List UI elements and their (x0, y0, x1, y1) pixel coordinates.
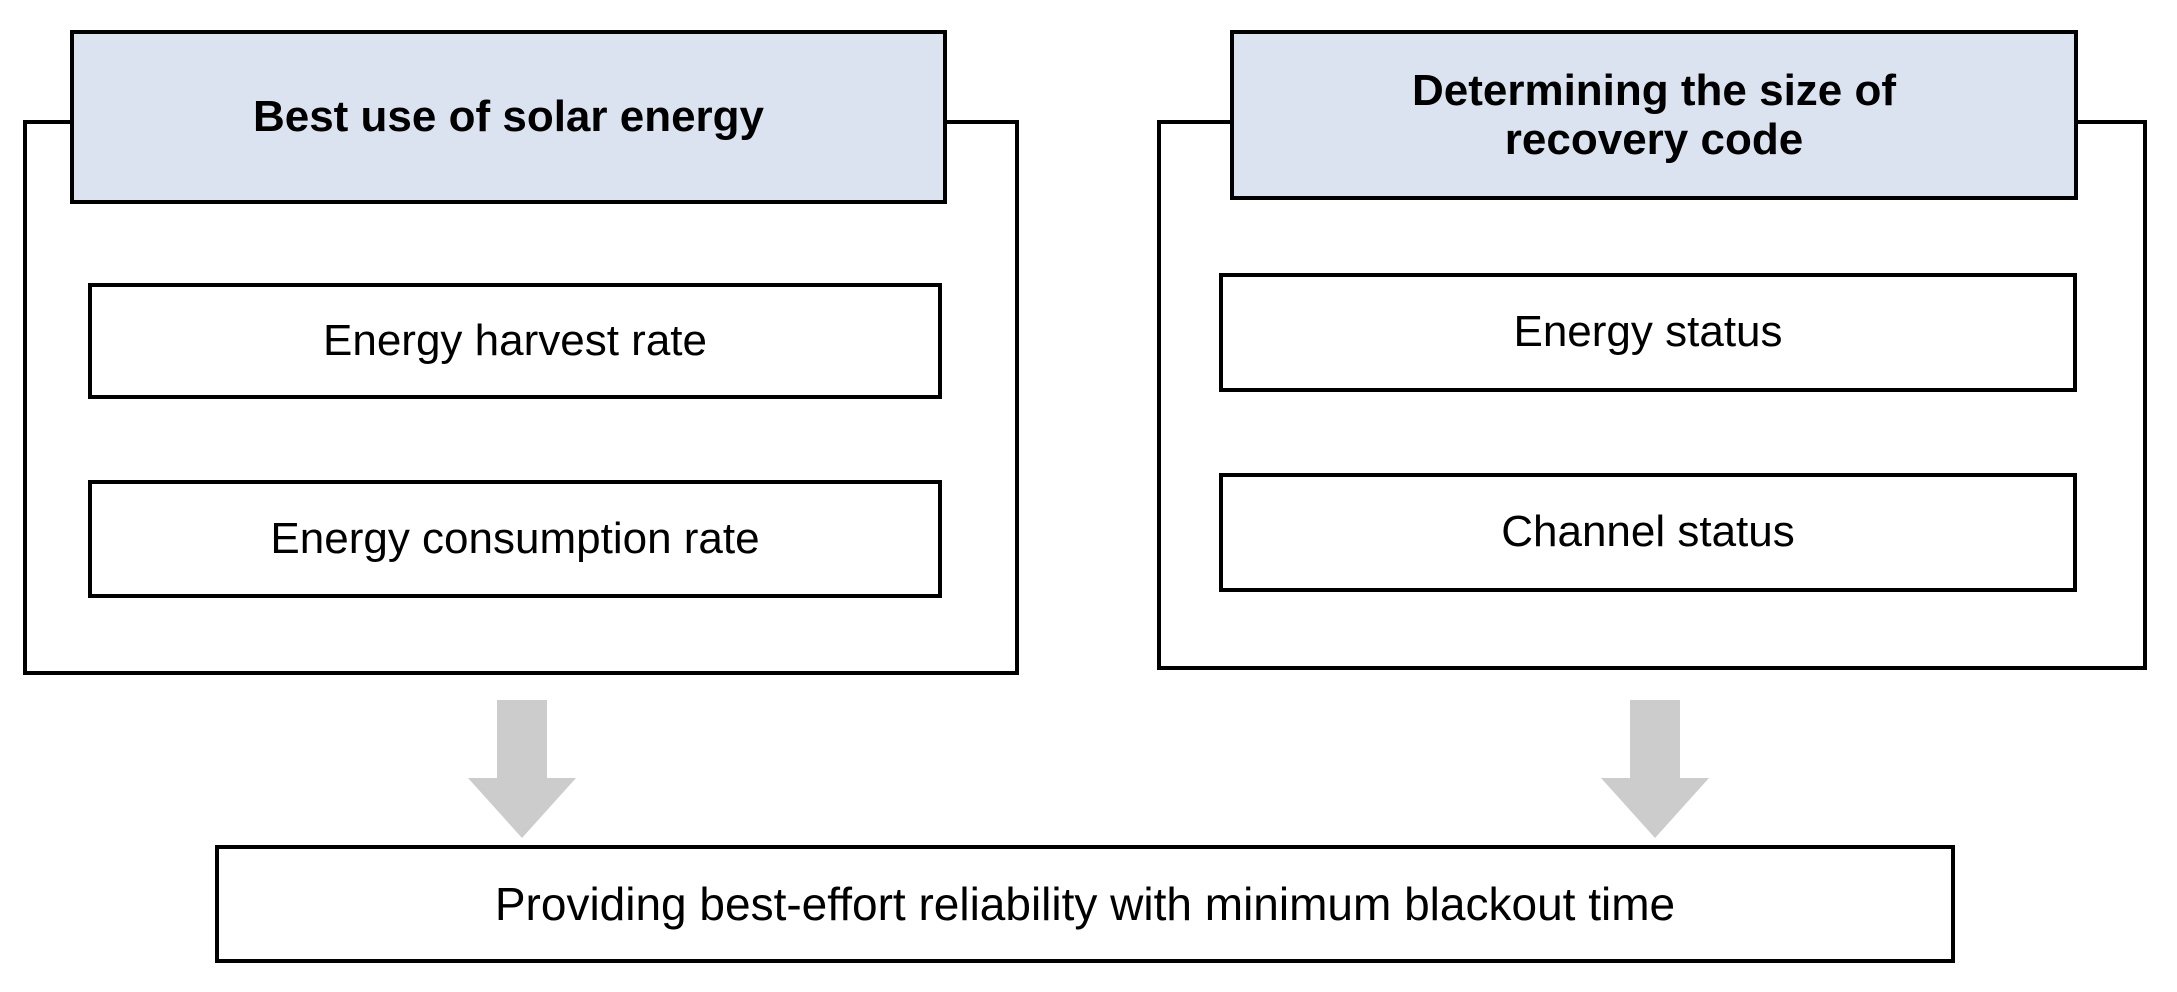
group-left-item-0-label: Energy harvest rate (323, 315, 707, 365)
group-header-right[interactable]: Determining the size of recovery code (1230, 30, 2078, 200)
down-arrow-icon-right (1601, 700, 1709, 838)
group-right-item-channel-status[interactable]: Channel status (1219, 473, 2077, 592)
group-left-item-energy-harvest-rate[interactable]: Energy harvest rate (88, 283, 942, 399)
group-right-item-1-label: Channel status (1501, 507, 1795, 557)
down-arrow-icon-left (468, 700, 576, 838)
group-right-item-energy-status[interactable]: Energy status (1219, 273, 2077, 392)
outcome-label: Providing best-effort reliability with m… (494, 878, 1676, 930)
group-header-right-label: Determining the size of recovery code (1411, 65, 1897, 164)
group-right-item-0-label: Energy status (1513, 307, 1783, 357)
group-header-left[interactable]: Best use of solar energy (70, 30, 947, 204)
outcome-box[interactable]: Providing best-effort reliability with m… (215, 845, 1955, 963)
group-header-left-label: Best use of solar energy (252, 92, 765, 142)
group-left-item-1-label: Energy consumption rate (270, 513, 760, 563)
group-left-item-energy-consumption-rate[interactable]: Energy consumption rate (88, 480, 942, 598)
